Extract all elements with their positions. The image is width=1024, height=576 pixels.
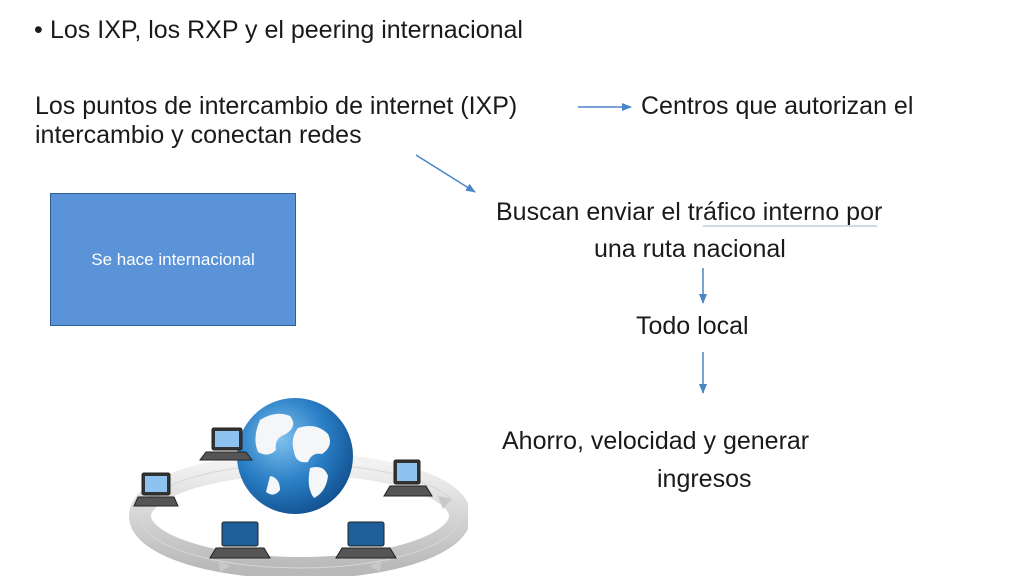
arrow-redes-to-buscan [415,154,476,193]
ahorro-text: Ahorro, velocidad y generar [502,427,810,455]
intercambio-text: intercambio y conectan redes [35,121,362,149]
ingresos-text: ingresos [657,465,752,493]
internacional-box[interactable]: Se hace internacional [50,193,296,326]
globe-network-icon [129,398,468,576]
todo-local-text: Todo local [636,312,749,340]
buscan-text: Buscan enviar el tráfico interno por [496,198,883,226]
ruta-nacional-text: una ruta nacional [594,235,786,263]
bullet-heading-text: Los IXP, los RXP y el peering internacio… [50,16,523,44]
ixp-text: Los puntos de intercambio de internet (I… [35,92,518,120]
centros-text: Centros que autorizan el [641,92,914,120]
bullet-dot: • [34,16,43,44]
bullet-heading: •Los IXP, los RXP y el peering internaci… [34,16,523,44]
internacional-box-label: Se hace internacional [91,249,255,269]
